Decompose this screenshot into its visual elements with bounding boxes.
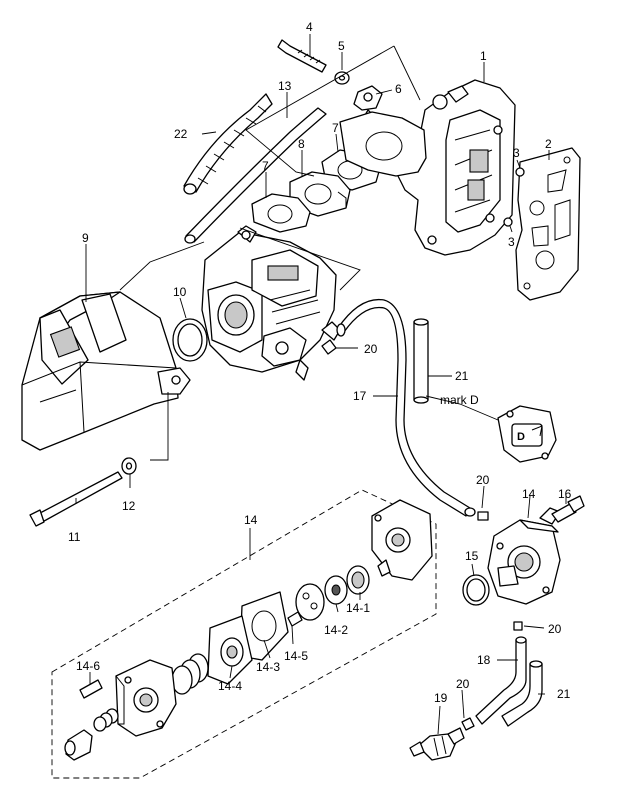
callout-10: 10	[173, 285, 187, 299]
callout-5: 5	[338, 39, 345, 53]
carburetor	[201, 225, 361, 381]
pump-screw-16	[551, 495, 585, 523]
callout-1: 1	[480, 49, 487, 63]
callout-20-c: 20	[548, 622, 562, 636]
mark-d-label: mark D	[440, 393, 479, 407]
callout-21-upper: 21	[455, 369, 469, 383]
fuel-hose-21-upper	[413, 318, 429, 404]
hose-clip-20-a	[321, 339, 337, 355]
leader-lines	[75, 34, 567, 735]
diaphragm-14-4	[207, 615, 253, 685]
callout-20-a: 20	[364, 342, 378, 356]
callout-7-lower: 7	[262, 159, 269, 173]
callout-22: 22	[174, 127, 188, 141]
callout-18: 18	[477, 653, 491, 667]
pump-spring	[171, 653, 209, 695]
pump-lower-spring	[93, 708, 119, 732]
o-ring-10	[172, 318, 208, 362]
callout-3-upper: 3	[513, 146, 520, 160]
valve-disc	[295, 583, 325, 621]
screw-14-6	[79, 679, 103, 699]
intake-manifold	[394, 79, 516, 256]
intake-silencer	[21, 291, 191, 451]
callout-6: 6	[395, 82, 402, 96]
callout-9: 9	[82, 231, 89, 245]
callout-15: 15	[465, 549, 479, 563]
callout-20-d: 20	[456, 677, 470, 691]
fuel-hose-21-lower	[501, 660, 543, 727]
manifold-gasket	[515, 147, 581, 301]
o-ring-15	[462, 574, 490, 606]
pump-cover-upper	[371, 499, 433, 581]
mark-d-letter: D	[517, 431, 525, 443]
hose-clip-20-c	[513, 621, 523, 631]
dowel-pin-upper	[515, 167, 525, 177]
callout-16: 16	[558, 487, 572, 501]
callout-14-6: 14-6	[76, 659, 100, 673]
callout-14-1: 14-1	[346, 601, 370, 615]
callout-21-lower: 21	[557, 687, 571, 701]
callout-14-2: 14-2	[324, 623, 348, 637]
callout-11: 11	[68, 530, 81, 544]
valve-plate-14-2	[324, 575, 348, 605]
long-bolt-11	[29, 471, 123, 527]
callout-3-lower: 3	[508, 235, 515, 249]
pump-plunger	[64, 729, 93, 761]
pump-body-lower	[115, 659, 177, 737]
fuel-hose-18	[475, 636, 527, 725]
callout-19: 19	[434, 691, 448, 705]
hose-clip-20-b	[477, 511, 489, 521]
callout-14-3: 14-3	[256, 660, 280, 674]
callout-labels: 1 2 3 3 4 5 6 7 7 8 9 10 11 12 13 14 14 …	[68, 20, 572, 705]
fuel-connector-19	[409, 727, 465, 761]
callout-7-upper: 7	[332, 121, 339, 135]
callout-14-pump: 14	[522, 487, 536, 501]
callout-17: 17	[353, 389, 367, 403]
spacer-block	[339, 111, 427, 177]
diaphragm-14-1	[346, 565, 370, 595]
gasket-7-lower	[251, 193, 311, 233]
fuel-hose-17	[336, 298, 476, 517]
callout-2: 2	[545, 137, 552, 151]
washer-12	[121, 457, 137, 475]
screw-14-5	[287, 611, 303, 627]
callout-12: 12	[122, 499, 136, 513]
fuel-pump-14	[487, 507, 561, 605]
callout-20-b: 20	[476, 473, 490, 487]
callout-14-kit: 14	[244, 513, 258, 527]
fuel-pump-mark-d-view	[497, 405, 557, 463]
callout-4: 4	[306, 20, 313, 34]
callout-8: 8	[298, 137, 305, 151]
hose-clip-20-d	[461, 717, 475, 731]
fuel-pump-kit-boundary	[51, 489, 437, 779]
hose-13	[184, 107, 327, 244]
callout-13: 13	[278, 79, 292, 93]
long-bolt	[277, 39, 327, 73]
hose-22	[183, 93, 273, 195]
dowel-pin-lower	[503, 217, 513, 227]
callout-14-4: 14-4	[218, 679, 242, 693]
callout-14-5: 14-5	[284, 649, 308, 663]
